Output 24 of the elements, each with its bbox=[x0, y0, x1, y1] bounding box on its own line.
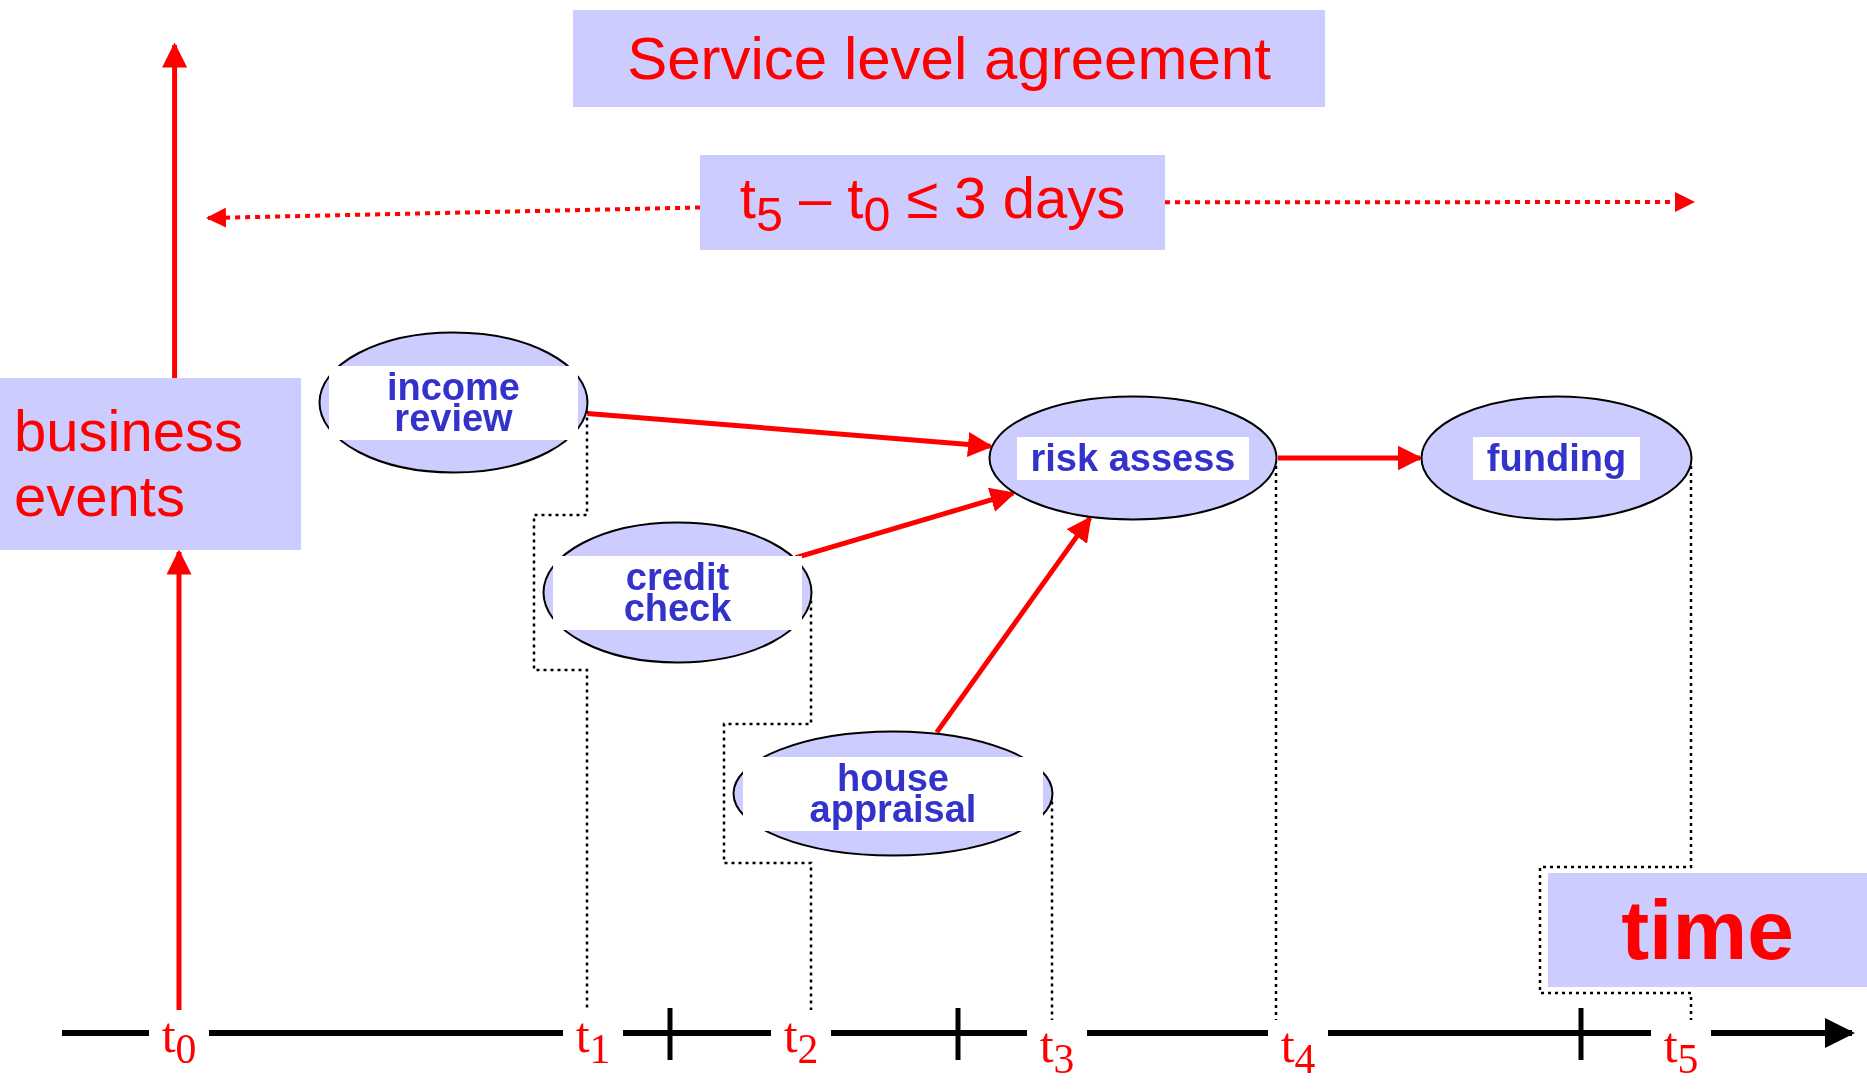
process-ellipse bbox=[988, 395, 1278, 521]
step-label: credit check bbox=[553, 555, 802, 630]
title-text: Service level agreement bbox=[627, 24, 1271, 93]
process-ellipse bbox=[1420, 395, 1693, 521]
step-label: house appraisal bbox=[743, 756, 1043, 831]
process-ellipse bbox=[318, 331, 589, 474]
formula-text: t$_{5}$ – t$_{0}$ ≤ 3 days bbox=[739, 163, 1126, 242]
formula-background bbox=[700, 155, 1165, 250]
arrow bbox=[587, 410, 993, 457]
arrow bbox=[795, 487, 1016, 560]
title-background bbox=[573, 10, 1325, 107]
step-label: risk assess bbox=[1016, 436, 1250, 480]
axis-title-background bbox=[0, 378, 301, 550]
arrow bbox=[162, 42, 188, 378]
arrow bbox=[934, 516, 1092, 734]
axis-title-text: time bbox=[1621, 881, 1794, 979]
axis-title-background bbox=[1548, 873, 1867, 987]
dotted-arrow bbox=[1165, 192, 1695, 212]
dotted-arrow bbox=[206, 205, 701, 228]
axis-title-text: business events bbox=[14, 399, 244, 529]
step-label: income review bbox=[329, 365, 578, 440]
step-label: funding bbox=[1472, 436, 1641, 480]
process-ellipse bbox=[542, 521, 813, 664]
process-ellipse bbox=[732, 730, 1054, 857]
